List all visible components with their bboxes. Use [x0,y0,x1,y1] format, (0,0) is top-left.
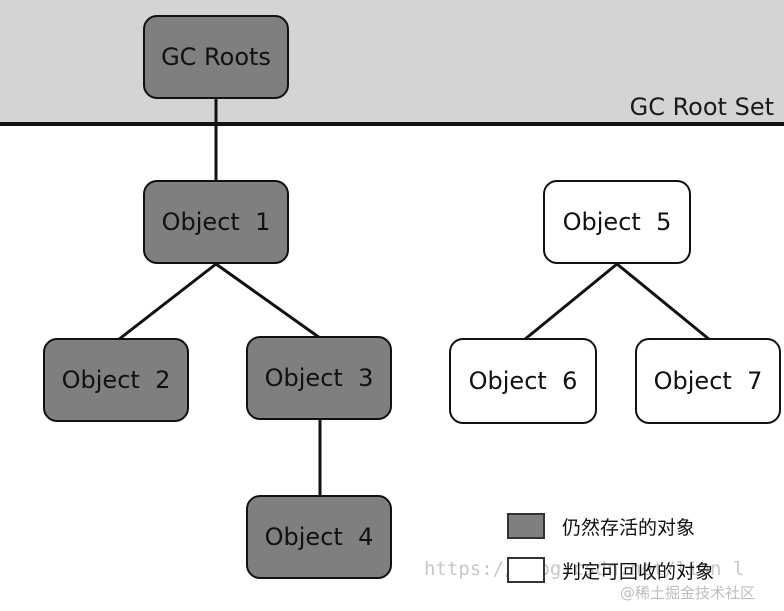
node-label: Object 4 [264,523,374,551]
node-gc-roots: GC Roots [143,15,289,99]
legend-live-label: 仍然存活的对象 [562,517,696,539]
node-object-6: Object 6 [449,338,597,424]
node-label: Object 7 [653,367,763,395]
edge-object-1-object-2 [117,262,217,342]
edge-object-5-object-7 [616,262,711,342]
node-label: Object 6 [468,367,578,395]
gc-root-set-boundary [0,122,784,126]
legend-dead-swatch [507,557,545,583]
node-label: Object 3 [264,364,374,392]
node-object-2: Object 2 [43,338,189,422]
legend-dead-label: 判定可回收的对象 [562,561,715,583]
gc-root-set-area [0,0,784,124]
source-credit: @稀土掘金技术社区 [620,584,756,602]
node-object-4: Object 4 [246,495,392,579]
node-label: GC Roots [161,43,271,71]
node-label: Object 5 [562,208,672,236]
node-label: Object 2 [61,366,171,394]
edge-object-5-object-6 [523,262,618,342]
node-object-5: Object 5 [543,180,691,264]
gc-root-set-label: GC Root Set [629,93,774,121]
edge-object-1-object-3 [215,262,321,340]
legend-live-swatch [507,513,545,539]
node-object-7: Object 7 [635,338,781,424]
watermark: https://blog.csdn.net/lian l [424,558,745,580]
node-label: Object 1 [161,208,271,236]
node-object-1: Object 1 [143,180,289,264]
node-object-3: Object 3 [246,336,392,420]
